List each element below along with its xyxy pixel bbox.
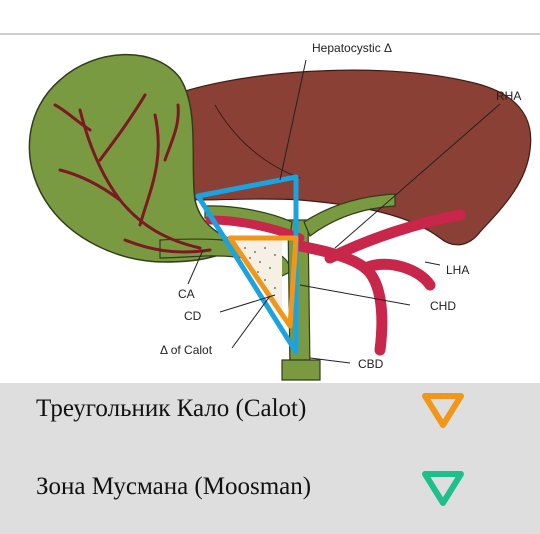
green-triangle-icon: [422, 471, 464, 506]
legend-row-calot: Треугольник Кало (Calot): [0, 383, 540, 443]
label-calot: Δ of Calot: [160, 343, 213, 357]
legend-text-moosman: Зона Мусмана (Moosman): [36, 473, 312, 500]
legend-panel: Треугольник Кало (Calot) Зона Мусмана (M…: [0, 383, 540, 534]
label-hepatocystic: Hepatocystic Δ: [312, 41, 392, 55]
cystic-artery-branches: [53, 93, 212, 254]
top-divider: [0, 33, 540, 35]
legend-text-calot: Треугольник Кало (Calot): [36, 395, 307, 422]
hepatic-arteries: [205, 209, 466, 356]
orange-triangle-icon: [422, 393, 464, 428]
common-bile-duct: [281, 359, 321, 381]
label-cd: CD: [184, 309, 202, 323]
label-rha: RHA: [496, 89, 521, 103]
calot-triangle: [227, 235, 299, 329]
liver: [159, 69, 532, 246]
label-cbd: CBD: [358, 357, 384, 371]
leader-lines: [187, 59, 501, 364]
legend-row-moosman: Зона Мусмана (Moosman): [0, 463, 540, 523]
label-lha: LHA: [446, 263, 469, 277]
left-hepatic-duct: [303, 193, 396, 237]
label-chd: CHD: [430, 299, 456, 313]
label-ca: CA: [178, 287, 195, 301]
liver-fissure: [214, 104, 301, 179]
